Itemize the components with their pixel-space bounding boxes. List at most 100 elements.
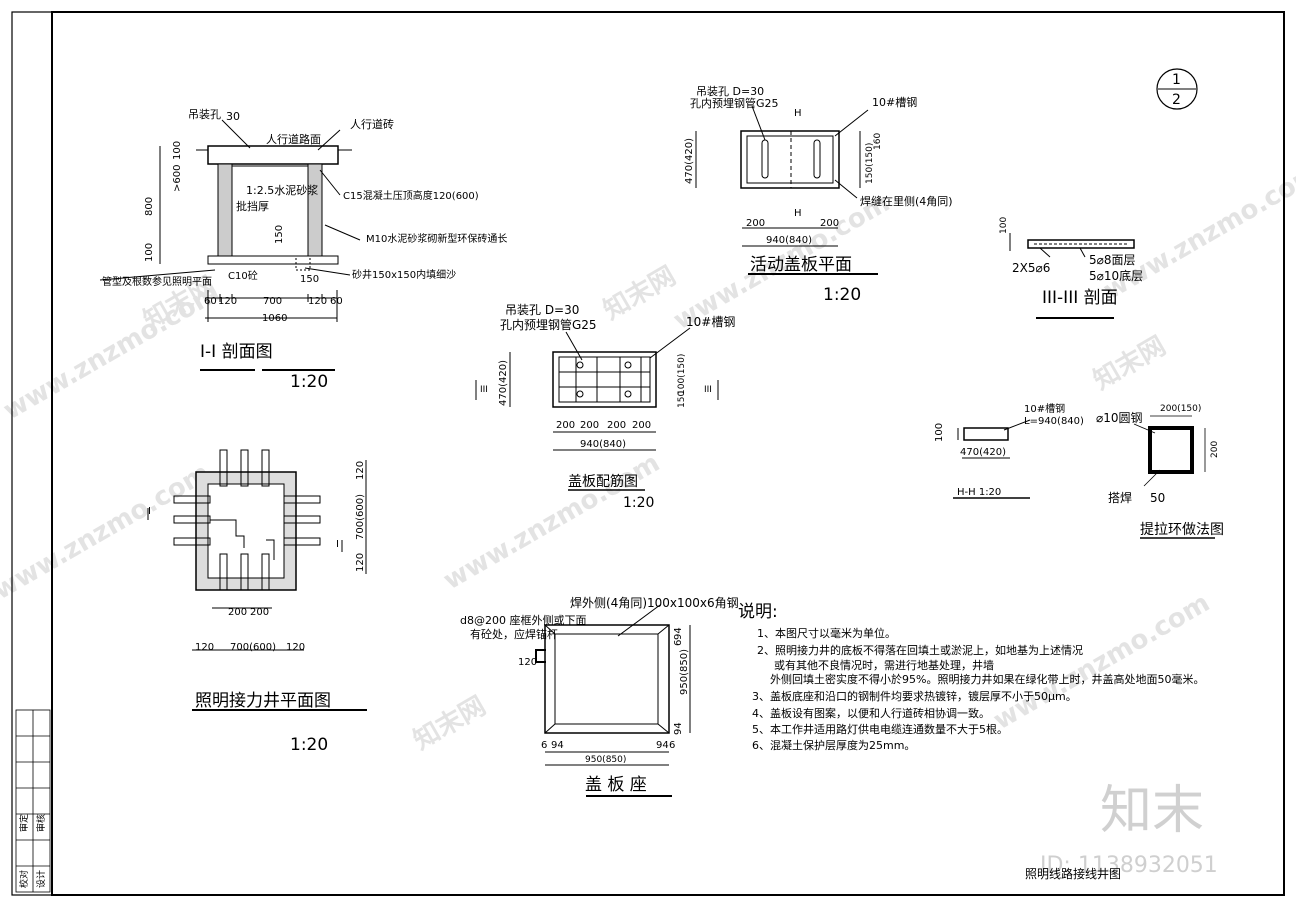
seat-title: 盖 板 座 <box>585 775 647 795</box>
label-plaster: 批挡厚 <box>236 199 269 213</box>
dim: 100 <box>999 217 1009 234</box>
watermark-url: www.znzmo.com <box>0 458 215 606</box>
mark-iii: III <box>704 385 712 395</box>
dim: 120 <box>218 296 237 307</box>
section-3-title: III-III 剖面 <box>1042 288 1118 308</box>
label-channel: 10#槽钢 <box>686 315 735 329</box>
cover-plan-text: 吊装孔 D=30 孔内预埋钢管G25 10#槽钢 焊缝在里侧(4角同) H H … <box>684 85 953 305</box>
notes-title: 说明: <box>738 602 778 622</box>
lifting-ring <box>1133 415 1215 539</box>
hh-text: 10#槽钢 L=940(840) 100 470(420) H-H 1:20 <box>934 402 1084 498</box>
title-block-cells: 审定 审核 校对 设计 <box>18 814 47 888</box>
dim: 200 <box>632 420 651 431</box>
label-anchor2: 有砼处，应焊锚杆 <box>470 627 558 641</box>
dim: 160 <box>873 133 883 150</box>
dim: 60 <box>204 296 217 307</box>
label-weld: 焊外侧(4角同)100x100x6角钢 <box>570 595 739 610</box>
label-m10: M10水泥砂浆砌新型环保砖通长 <box>366 232 507 245</box>
cover-seat-text: 焊外侧(4角同)100x100x6角钢 d8@200 座框外侧或下面 有砼处，应… <box>460 595 739 795</box>
dim: 1060 <box>262 313 287 324</box>
dim: 950(850) <box>679 649 690 695</box>
dim: 200 <box>580 420 599 431</box>
well-plan-title: 照明接力井平面图 <box>195 691 331 711</box>
tb-cell: 审核 <box>35 814 47 832</box>
dim: 700(600) <box>355 494 366 540</box>
dim: 200(150) <box>1160 404 1201 414</box>
label-top: 5⌀8面层 <box>1089 253 1136 267</box>
dim: 470(420) <box>684 138 695 184</box>
label-bar: ⌀10圆钢 <box>1096 411 1143 425</box>
watermark-url: www.znzmo.com <box>0 278 225 426</box>
dim: 200 <box>250 607 269 618</box>
mark-h: H <box>794 208 802 219</box>
dim: 200 <box>746 218 765 229</box>
mark-i: I <box>148 506 151 517</box>
cover-plan-scale: 1:20 <box>823 285 861 305</box>
dim: 800 <box>144 197 155 216</box>
dim: 470(420) <box>960 447 1006 458</box>
tb-cell: 校对 <box>18 870 30 888</box>
label-hoist-d: 30 <box>226 110 240 123</box>
section-3-3-text: 100 2X5⌀6 5⌀8面层 5⌀10底层 III-III 剖面 <box>999 217 1143 308</box>
title-block-left <box>15 709 51 893</box>
label-weld-len: 50 <box>1150 491 1165 505</box>
label-sand: 砂井150x150内填细沙 <box>352 268 456 281</box>
lifting-ring-text: ⌀10圆钢 搭焊 50 200(150) 200 提拉环做法图 <box>1096 404 1224 538</box>
section-1-1 <box>99 119 361 371</box>
watermark-url: www.znzmo.com <box>1099 158 1296 306</box>
sheet-no-top: 1 <box>1172 72 1181 88</box>
drawing-name: 照明线路接线井图 <box>1025 866 1121 881</box>
dim: 120 <box>195 642 214 653</box>
dim: 150 <box>274 225 285 244</box>
dim: 100 <box>144 243 155 262</box>
label-weld: 搭焊 <box>1108 490 1132 505</box>
dim: 950(850) <box>585 755 626 765</box>
note-item: 外侧回填土密实度不得小於95%。照明接力井如果在绿化带上时，井盖高处地面50毫米… <box>770 672 1204 686</box>
note-item: 2、照明接力井的底板不得落在回填土或淤泥上，如地基为上述情况 <box>757 643 1083 657</box>
label-channel: 10#槽钢 <box>872 96 917 109</box>
sheet-no-bottom: 2 <box>1172 92 1181 108</box>
dim: 100(150) <box>677 354 687 395</box>
dim: 940(840) <box>766 235 812 246</box>
watermark-url: www.znzmo.com <box>989 588 1216 736</box>
cover-plan-title: 活动盖板平面 <box>750 255 852 275</box>
sheet-number: 1 2 <box>1156 68 1198 110</box>
label-2x: 2X5⌀6 <box>1012 261 1050 275</box>
label-walkway: 人行道路面 <box>266 132 321 146</box>
dim: 100 <box>934 423 945 442</box>
dim: 150 <box>677 391 687 408</box>
label-hoist: 吊装孔 <box>188 108 221 121</box>
well-plan-scale: 1:20 <box>290 735 328 755</box>
dim: 100 <box>172 141 183 160</box>
note-item: 4、盖板设有图案，以便和人行道砖相协调一致。 <box>752 706 990 720</box>
dim: 940(840) <box>580 439 626 450</box>
note-item: 5、本工作井适用路灯供电电缆连通数量不大于5根。 <box>752 722 1008 736</box>
notes: 说明: 1、本图尺寸以毫米为单位。 2、照明接力井的底板不得落在回填土或淤泥上，… <box>738 602 1204 752</box>
watermark-url: www.znzmo.com <box>439 448 666 596</box>
mark-i: I <box>336 539 339 550</box>
well-plan-text: I I 120 700(600) 120 200 200 120 700(600… <box>148 461 366 755</box>
dim: 200 <box>820 218 839 229</box>
rebar-title: 盖板配筋图 <box>568 473 638 490</box>
mark-iii: III <box>480 385 488 395</box>
note-item: 1、本图尺寸以毫米为单位。 <box>757 626 896 640</box>
label-pipe: 孔内预埋钢管G25 <box>500 317 597 332</box>
dim: 200 <box>1210 441 1220 458</box>
section-3-3 <box>1009 233 1135 319</box>
label-c15: C15混凝土压顶高度120(600) <box>343 189 479 202</box>
inner-frame <box>51 11 1285 896</box>
dim: >600 <box>172 165 183 192</box>
label-hoist: 吊装孔 D=30 <box>505 303 579 317</box>
dim: 700 <box>263 296 282 307</box>
section-1-1-text: 吊装孔 30 人行道路面 人行道砖 1:2.5水泥砂浆 批挡厚 C15混凝土压顶… <box>102 108 507 392</box>
rebar-text: 吊装孔 D=30 孔内预埋钢管G25 10#槽钢 III III 470(420… <box>480 303 735 511</box>
dim: 94 <box>673 627 684 640</box>
hh-section <box>953 419 1031 499</box>
section-1-title: I-I 剖面图 <box>200 342 273 362</box>
dim: 120 <box>355 553 366 572</box>
dim: 94 <box>551 740 564 751</box>
label-c10: C10砼 <box>228 269 258 282</box>
dim: 120 <box>355 461 366 480</box>
label-a120: 120 <box>518 657 537 668</box>
label-channel: 10#槽钢 <box>1024 402 1065 415</box>
